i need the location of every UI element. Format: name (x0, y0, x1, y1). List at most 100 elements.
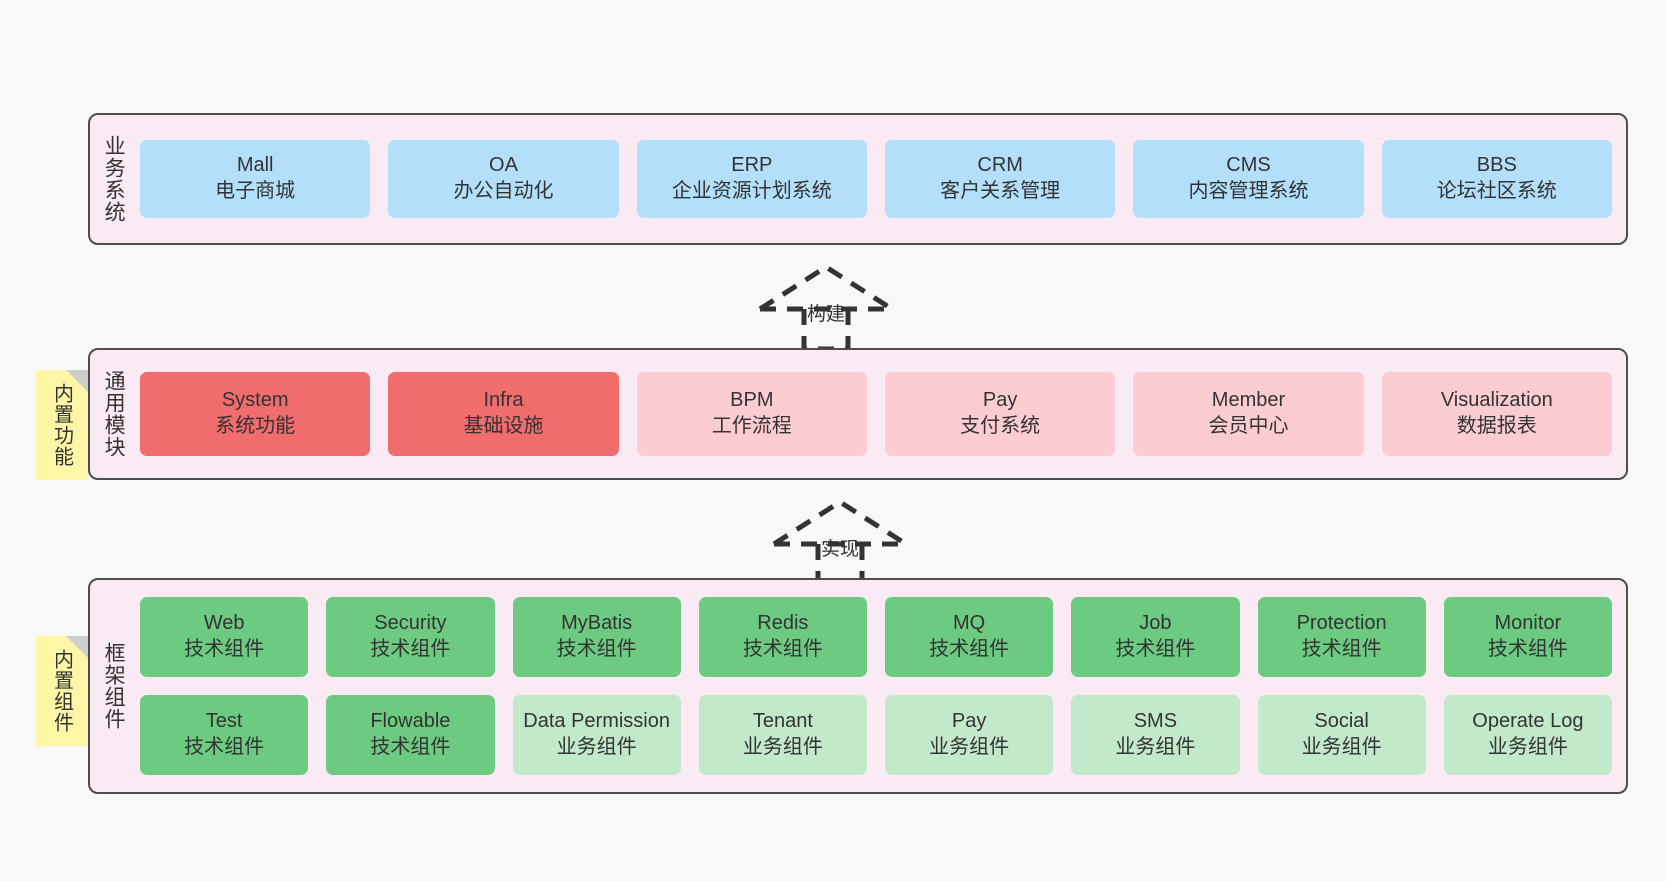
node-name-cn: 内容管理系统 (1188, 180, 1309, 202)
layer-row: Mall 电子商城 OA 办公自动化 ERP 企业资源计划系统 CRM 客户关系… (140, 140, 1612, 218)
node-name-en: Social (1314, 710, 1369, 733)
node-name-cn: 工作流程 (711, 415, 792, 437)
node-name-en: ERP (731, 154, 773, 177)
node-name-cn: 技术组件 (184, 736, 265, 758)
node-name-en: Tenant (752, 710, 813, 733)
node-test[interactable]: Test 技术组件 (140, 695, 309, 775)
node-job[interactable]: Job 技术组件 (1071, 597, 1240, 677)
node-name-cn: 技术组件 (1115, 638, 1196, 660)
node-name-cn: 业务组件 (929, 736, 1010, 758)
note-fold-corner-icon (66, 370, 88, 392)
node-member[interactable]: Member 会员中心 (1133, 372, 1364, 456)
node-name-cn: 技术组件 (1301, 638, 1382, 660)
layer-body-common-module: System 系统功能 Infra 基础设施 BPM 工作流程 Pay 支付系统… (136, 350, 1626, 478)
node-name-cn: 技术组件 (556, 638, 637, 660)
sticky-note-builtin-components: 内置组件 (36, 636, 88, 746)
node-name-en: BPM (730, 389, 774, 412)
layer-body-framework-component: Web 技术组件 Security 技术组件 MyBatis 技术组件 Redi… (136, 580, 1626, 792)
node-name-en: Infra (483, 389, 524, 412)
node-oa[interactable]: OA 办公自动化 (388, 140, 619, 218)
node-name-en: Job (1139, 612, 1172, 635)
node-name-cn: 支付系统 (960, 415, 1041, 437)
connector-implement: 实现 (760, 490, 920, 587)
layer-title-framework-component: 框架组件 (102, 642, 126, 730)
node-security[interactable]: Security 技术组件 (326, 597, 495, 677)
node-name-en: Security (374, 612, 447, 635)
node-name-en: Redis (757, 612, 809, 635)
sticky-note-builtin-functions: 内置功能 (36, 370, 88, 480)
node-name-en: Mall (236, 154, 274, 177)
node-name-cn: 数据报表 (1456, 415, 1537, 437)
node-name-cn: 电子商城 (215, 180, 296, 202)
node-name-cn: 技术组件 (929, 638, 1010, 660)
node-name-cn: 业务组件 (742, 736, 823, 758)
node-operate-log[interactable]: Operate Log 业务组件 (1443, 695, 1612, 775)
layer-title-common-module: 通用模块 (102, 370, 126, 458)
node-name-cn: 技术组件 (370, 638, 451, 660)
node-name-cn: 业务组件 (1115, 736, 1196, 758)
node-name-cn: 业务组件 (1487, 736, 1568, 758)
layer-row: System 系统功能 Infra 基础设施 BPM 工作流程 Pay 支付系统… (140, 372, 1612, 456)
node-pay[interactable]: Pay 支付系统 (884, 372, 1116, 456)
node-name-en: Operate Log (1472, 710, 1584, 733)
node-erp[interactable]: ERP 企业资源计划系统 (636, 140, 867, 218)
node-name-en: Flowable (370, 710, 451, 733)
node-name-cn: 基础设施 (463, 415, 544, 437)
node-tenant[interactable]: Tenant 业务组件 (698, 695, 867, 775)
node-name-en: Web (203, 612, 245, 635)
node-name-cn: 论坛社区系统 (1436, 180, 1557, 202)
node-crm[interactable]: CRM 客户关系管理 (884, 140, 1116, 218)
node-bbs[interactable]: BBS 论坛社区系统 (1381, 140, 1612, 218)
node-sms[interactable]: SMS 业务组件 (1071, 695, 1240, 775)
node-name-en: Pay (951, 710, 987, 733)
node-visualization[interactable]: Visualization 数据报表 (1381, 372, 1612, 456)
node-social[interactable]: Social 业务组件 (1257, 695, 1426, 775)
connector-label-build: 构建 (806, 304, 846, 325)
node-name-cn: 业务组件 (1301, 736, 1382, 758)
node-name-en: Member (1211, 389, 1286, 412)
node-name-en: BBS (1476, 154, 1517, 177)
layer-title-business-system: 业务系统 (102, 135, 126, 223)
node-name-en: System (221, 389, 289, 412)
node-bpm[interactable]: BPM 工作流程 (636, 372, 867, 456)
node-protection[interactable]: Protection 技术组件 (1257, 597, 1426, 677)
node-name-en: OA (489, 154, 518, 177)
note-fold-corner-icon (66, 636, 88, 658)
node-name-cn: 技术组件 (184, 638, 265, 660)
node-name-en: Monitor (1494, 612, 1562, 635)
node-name-cn: 技术组件 (1487, 638, 1568, 660)
node-flowable[interactable]: Flowable 技术组件 (326, 695, 495, 775)
layer-row: Test 技术组件 Flowable 技术组件 Data Permission … (140, 695, 1612, 775)
node-name-cn: 会员中心 (1208, 415, 1289, 437)
node-name-en: CMS (1226, 154, 1271, 177)
node-monitor[interactable]: Monitor 技术组件 (1443, 597, 1612, 677)
node-infra[interactable]: Infra 基础设施 (388, 372, 619, 456)
node-name-en: Protection (1296, 612, 1387, 635)
node-data-permission[interactable]: Data Permission 业务组件 (512, 695, 681, 775)
node-pay-business[interactable]: Pay 业务组件 (885, 695, 1054, 775)
layer-row: Web 技术组件 Security 技术组件 MyBatis 技术组件 Redi… (140, 597, 1612, 677)
node-web[interactable]: Web 技术组件 (140, 597, 309, 677)
node-name-cn: 系统功能 (215, 415, 296, 437)
node-name-cn: 技术组件 (742, 638, 823, 660)
connector-label-implement: 实现 (820, 539, 860, 560)
node-redis[interactable]: Redis 技术组件 (698, 597, 867, 677)
node-mybatis[interactable]: MyBatis 技术组件 (512, 597, 681, 677)
node-name-cn: 办公自动化 (453, 180, 554, 202)
layer-business-system: 业务系统 Mall 电子商城 OA 办公自动化 ERP 企业资源计划系统 CRM… (88, 113, 1628, 245)
node-name-cn: 技术组件 (370, 736, 451, 758)
node-cms[interactable]: CMS 内容管理系统 (1133, 140, 1364, 218)
sticky-note-label: 内置组件 (50, 649, 73, 733)
node-mq[interactable]: MQ 技术组件 (885, 597, 1054, 677)
node-name-en: CRM (977, 154, 1023, 177)
node-name-en: Visualization (1440, 389, 1553, 412)
layer-body-business-system: Mall 电子商城 OA 办公自动化 ERP 企业资源计划系统 CRM 客户关系… (136, 115, 1626, 243)
node-name-cn: 企业资源计划系统 (671, 180, 832, 202)
node-mall[interactable]: Mall 电子商城 (140, 140, 371, 218)
node-name-cn: 客户关系管理 (940, 180, 1061, 202)
node-name-en: MyBatis (561, 612, 633, 635)
connector-build: 构建 (746, 255, 906, 352)
node-system[interactable]: System 系统功能 (140, 372, 371, 456)
node-name-en: Pay (982, 389, 1018, 412)
